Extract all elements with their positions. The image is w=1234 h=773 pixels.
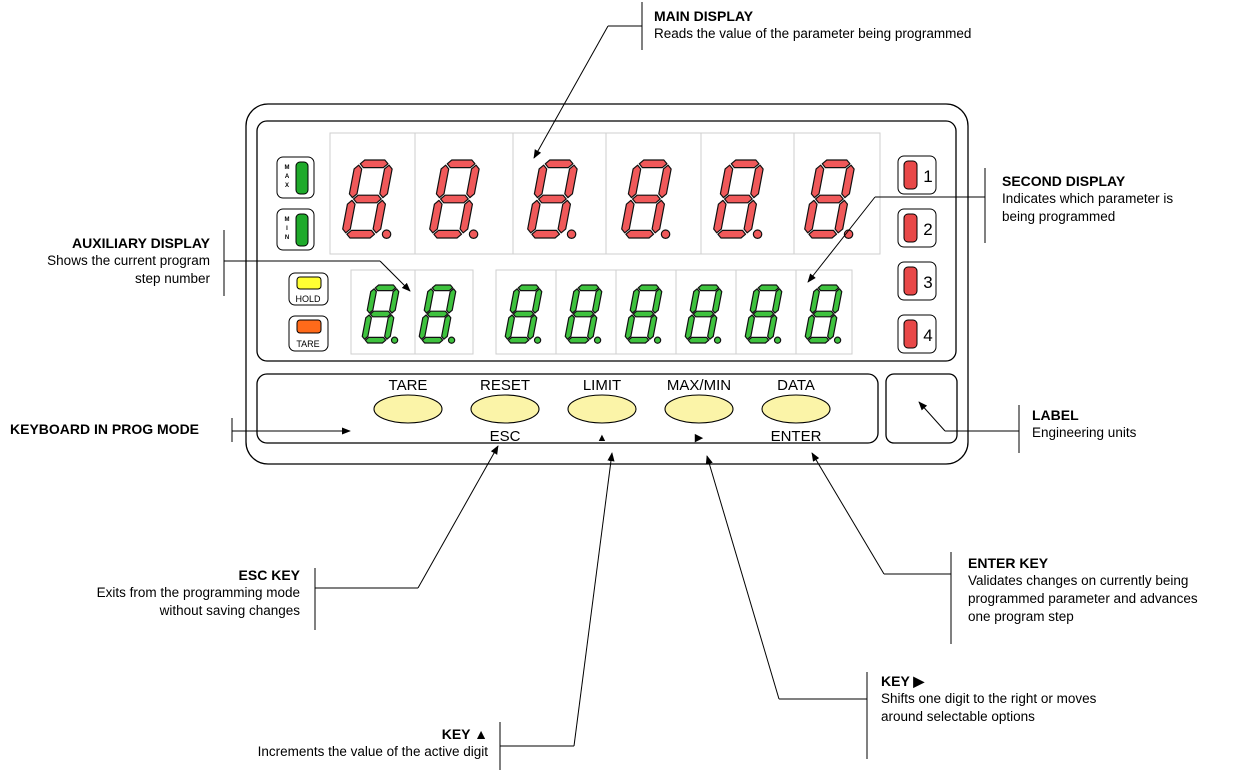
alarm-3-number: 3 (923, 273, 932, 292)
label-window (885, 373, 958, 444)
alarm-4-led (903, 319, 918, 349)
auxiliary-display-annotation: AUXILIARY DISPLAY Shows the current prog… (20, 234, 210, 288)
main-display-title: MAIN DISPLAY (654, 8, 754, 24)
key-up-desc: Increments the value of the active digit (257, 744, 488, 759)
second-digit-2 (564, 284, 603, 344)
key-5-bottom-label: ENTER (771, 428, 822, 445)
key-4-top-label: MAX/MIN (667, 377, 731, 394)
main-digit-4 (621, 159, 672, 239)
esc-key-annotation: ESC KEY Exits from the programming mode … (60, 566, 300, 620)
key-4-button[interactable] (664, 394, 734, 424)
alarm-1-led (903, 160, 918, 190)
alarm-4-number: 4 (923, 326, 932, 345)
key-2-bottom-label: ESC (490, 428, 521, 445)
tare-led (296, 319, 322, 334)
key-right-title: KEY ▶ (881, 673, 925, 689)
key-3-bottom-label: ▲ (597, 432, 608, 444)
main-digit-6 (804, 159, 855, 239)
tare-indicator: TARE (288, 315, 329, 352)
key-2[interactable]: RESET ESC (470, 377, 540, 445)
alarm-2-led (903, 213, 918, 243)
key-up-title: KEY ▲ (441, 726, 488, 742)
auxiliary-display-title: AUXILIARY DISPLAY (72, 235, 210, 251)
alarm-1-indicator: 1 (897, 155, 937, 195)
key-3[interactable]: LIMIT ▲ (567, 377, 637, 444)
key-4-bottom-label: ▶ (695, 432, 704, 444)
alarm-4-indicator: 4 (897, 314, 937, 354)
key-3-top-label: LIMIT (583, 377, 621, 394)
key-1-top-label: TARE (389, 377, 428, 394)
second-display-annotation: SECOND DISPLAY Indicates which parameter… (1002, 172, 1173, 226)
aux-digit-1 (361, 284, 400, 344)
second-digit-4 (684, 284, 723, 344)
keys: TARE RESET ESC LIMIT ▲ MAX/MIN ▶ DATA ENTER (373, 377, 831, 445)
key-5-button[interactable] (761, 394, 831, 424)
alarm-1-number: 1 (923, 167, 932, 186)
key-right-desc: Shifts one digit to the right or moves a… (881, 691, 1097, 724)
hold-led (296, 276, 322, 290)
tare-label: TARE (296, 339, 319, 349)
second-digit-6 (804, 284, 843, 344)
max-led (295, 161, 309, 195)
second-display-desc: Indicates which parameter is being progr… (1002, 191, 1174, 224)
second-digit-5 (744, 284, 783, 344)
label-desc: Engineering units (1032, 425, 1137, 440)
alarm-2-indicator: 2 (897, 208, 937, 248)
esc-key-desc: Exits from the programming mode without … (96, 585, 300, 618)
enter-key-desc: Validates changes on currently being pro… (968, 573, 1198, 624)
second-digit-3 (624, 284, 663, 344)
enter-key-annotation: ENTER KEY Validates changes on currently… (968, 554, 1198, 626)
key-1[interactable]: TARE (373, 377, 443, 424)
auxiliary-display-desc: Shows the current program step number (47, 253, 210, 286)
label-annotation: LABEL Engineering units (1032, 406, 1136, 442)
second-display (495, 269, 853, 355)
second-digit-1 (504, 284, 543, 344)
esc-key-title: ESC KEY (238, 567, 300, 583)
key-4[interactable]: MAX/MIN ▶ (664, 377, 734, 444)
key-5[interactable]: DATA ENTER (761, 377, 831, 445)
hold-label: HOLD (295, 294, 321, 304)
aux-digits (361, 284, 843, 344)
alarm-2-number: 2 (923, 220, 932, 239)
key-right-annotation: KEY ▶ Shifts one digit to the right or m… (881, 672, 1096, 726)
second-display-title: SECOND DISPLAY (1002, 173, 1126, 189)
key-up-annotation: KEY ▲ Increments the value of the active… (170, 725, 488, 761)
keyboard-title: KEYBOARD IN PROG MODE (10, 421, 200, 437)
leader-lines (223, 2, 1020, 770)
min-led (295, 213, 309, 247)
key-2-button[interactable] (470, 394, 540, 424)
key-3-button[interactable] (567, 394, 637, 424)
label-title: LABEL (1032, 407, 1079, 423)
hold-indicator: HOLD (288, 272, 329, 306)
keyboard-annotation: KEYBOARD IN PROG MODE (10, 420, 199, 438)
main-digit-3 (527, 159, 578, 239)
key-5-top-label: DATA (777, 377, 815, 394)
alarm-indicators: 1 2 3 4 (897, 155, 937, 354)
aux-digit-2 (418, 284, 457, 344)
key-1-button[interactable] (373, 394, 443, 424)
main-digit-2 (429, 159, 480, 239)
main-display (329, 132, 881, 255)
main-digit-5 (713, 159, 764, 239)
auxiliary-display (350, 269, 474, 355)
key-2-top-label: RESET (480, 377, 530, 394)
main-display-annotation: MAIN DISPLAY Reads the value of the para… (654, 7, 971, 43)
enter-key-title: ENTER KEY (968, 555, 1049, 571)
alarm-3-indicator: 3 (897, 261, 937, 301)
main-digit-1 (342, 159, 393, 239)
main-digits (342, 159, 855, 239)
alarm-3-led (903, 266, 918, 296)
main-display-desc: Reads the value of the parameter being p… (654, 26, 972, 41)
